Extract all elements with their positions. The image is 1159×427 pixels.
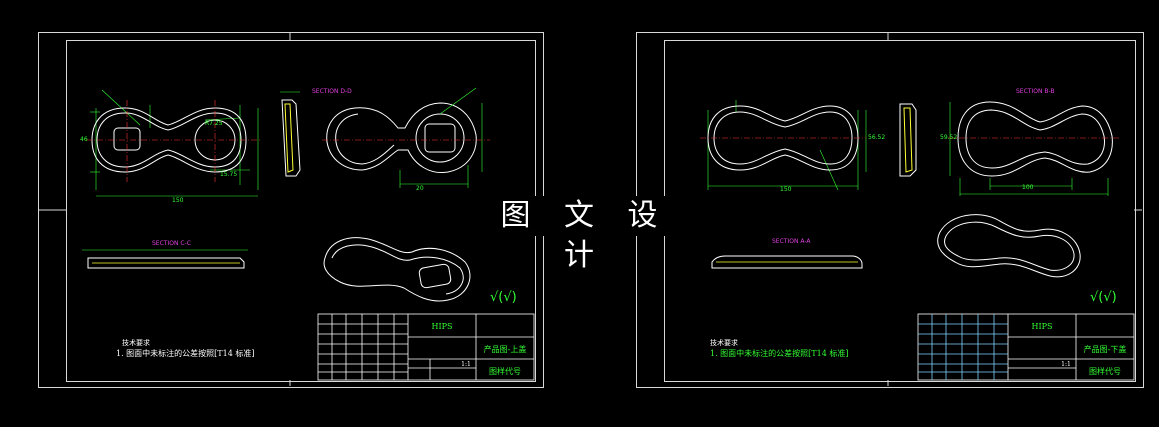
right-dim-2: 56.52: [868, 134, 886, 141]
left-top-view: [86, 89, 262, 197]
left-titleblock: [317, 313, 535, 381]
right-requirement-1: 1. 图面中未标注的公差按照[T14 标准]: [710, 349, 849, 358]
right-tb-scale: 1:1: [1061, 361, 1071, 368]
right-dim-3: 59.52: [940, 134, 958, 141]
left-section-cc: [82, 249, 248, 269]
left-section-dd: [322, 87, 490, 188]
left-side-view: [280, 91, 301, 177]
right-tb-material: HIPS: [1031, 322, 1053, 331]
right-dim-overall: 150: [780, 186, 792, 193]
left-isometric-view: [323, 237, 471, 302]
left-tb-drawing-code: 图样代号: [489, 367, 521, 376]
overlay-title: 图 文 设 计: [490, 196, 680, 273]
left-tb-material: HIPS: [431, 322, 453, 331]
right-titleblock: [917, 313, 1135, 381]
right-section-bb: [948, 101, 1120, 196]
right-section-bottom-label: SECTION A-A: [772, 238, 811, 245]
left-dim-2: 20: [416, 185, 424, 192]
right-tb-drawing-code: 图样代号: [1089, 367, 1121, 376]
right-top-view: [700, 100, 867, 191]
left-requirement-1: 1. 图面中未标注的公差按照[T14 标准]: [116, 349, 255, 358]
right-isometric-view: [937, 214, 1081, 278]
left-section-top-label: SECTION D-D: [312, 88, 352, 95]
left-tb-scale: 1:1: [461, 361, 471, 368]
left-dim-1: 46: [80, 136, 88, 143]
left-dim-3: 15.75: [220, 171, 238, 178]
left-requirements-title: 技术要求: [122, 339, 150, 347]
left-dim-overall: 150: [172, 197, 184, 204]
left-section-bottom-label: SECTION C-C: [152, 240, 191, 247]
left-tb-drawing-name: 产品图-上盖: [483, 345, 527, 354]
left-dim-4: R7.25: [205, 120, 223, 127]
right-side-view: [899, 103, 917, 177]
right-section-top-label: SECTION B-B: [1016, 88, 1055, 95]
right-dim-1: 100: [1022, 184, 1034, 191]
right-roughness-icon: √(√): [1090, 290, 1117, 305]
right-tb-drawing-name: 产品图-下盖: [1083, 345, 1127, 354]
right-section-aa: [711, 255, 863, 269]
right-requirements-title: 技术要求: [710, 339, 738, 347]
left-roughness-icon: √(√): [490, 290, 517, 305]
